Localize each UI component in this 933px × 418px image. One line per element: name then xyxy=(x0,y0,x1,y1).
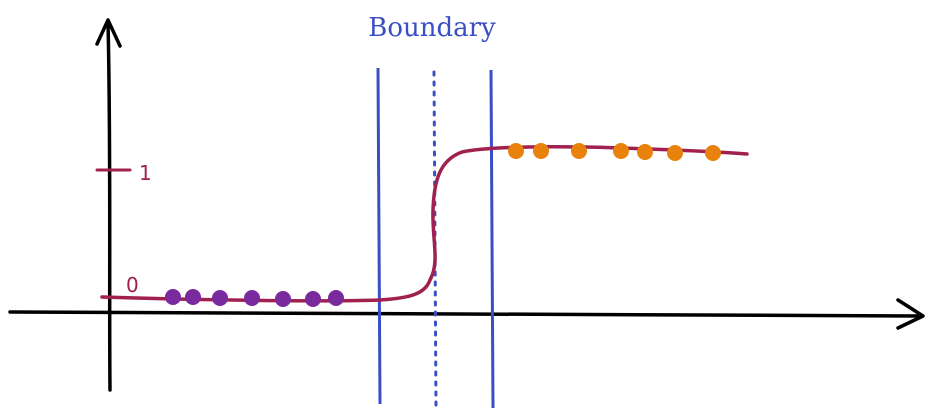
high-point xyxy=(667,145,683,161)
low-point xyxy=(244,290,260,306)
sigmoid-curve xyxy=(100,145,749,303)
low-class-points xyxy=(165,289,344,307)
high-class-points xyxy=(508,143,721,161)
y-tick-0-label: 0 xyxy=(126,273,139,297)
boundary-margin-right-line xyxy=(489,69,495,409)
high-point xyxy=(533,143,549,159)
boundary-margin-left-line xyxy=(376,67,382,405)
high-point xyxy=(508,143,524,159)
x-axis-line xyxy=(8,310,924,318)
high-point xyxy=(571,143,587,159)
low-point xyxy=(165,289,181,305)
low-point xyxy=(212,290,228,306)
y-tick-1-label: 1 xyxy=(139,161,152,185)
high-point xyxy=(637,144,653,160)
y-axis xyxy=(95,18,122,392)
x-axis xyxy=(8,298,925,330)
low-point xyxy=(185,289,201,305)
low-point xyxy=(328,290,344,306)
y-axis-line xyxy=(106,20,112,392)
y-axis-arrowhead xyxy=(95,18,122,48)
high-point xyxy=(705,145,721,161)
x-axis-arrowhead xyxy=(896,298,925,330)
low-point xyxy=(275,291,291,307)
high-point xyxy=(613,143,629,159)
low-point xyxy=(305,291,321,307)
boundary-title: Boundary xyxy=(368,13,496,43)
